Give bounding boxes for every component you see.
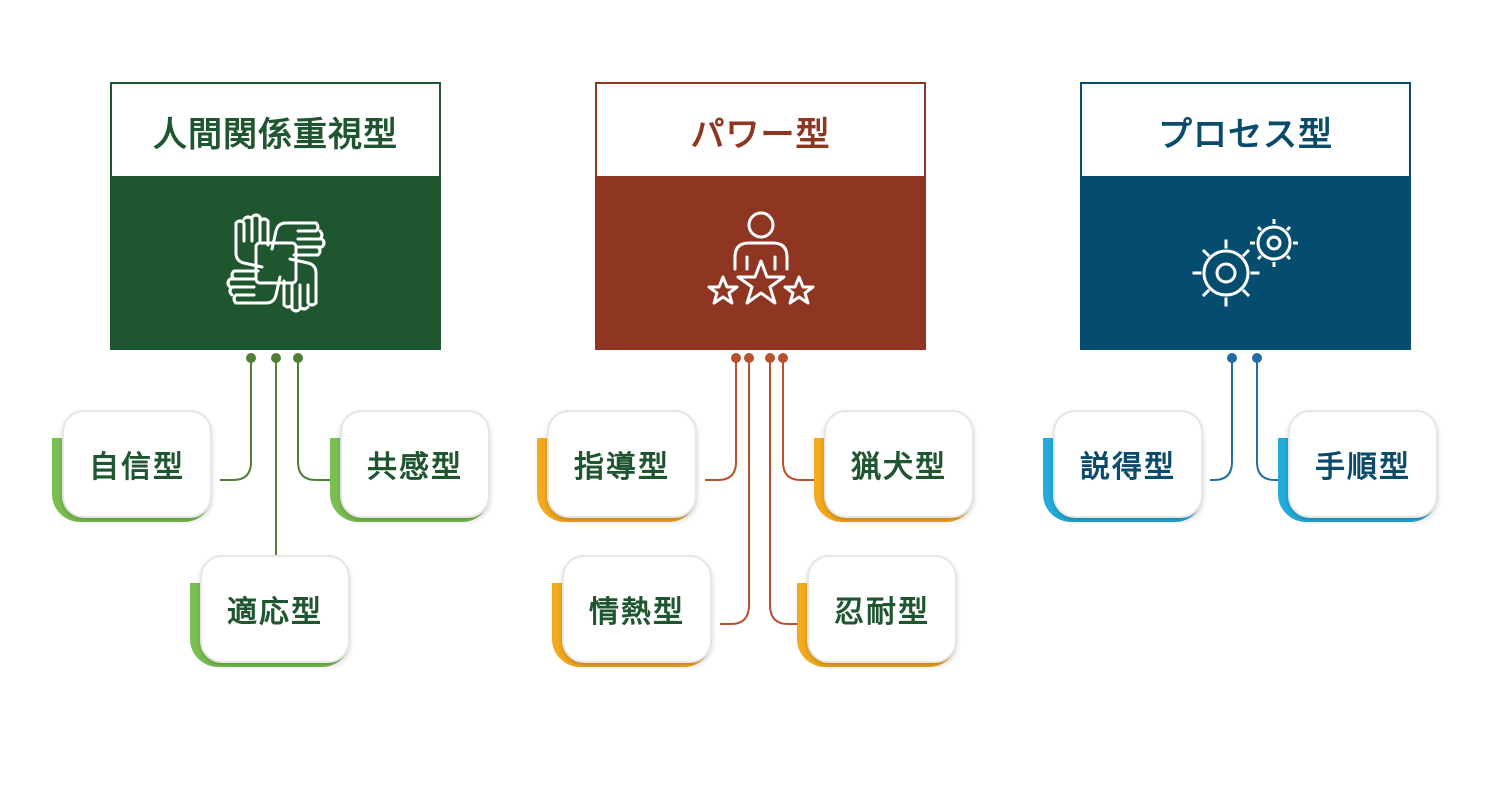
group-header-relationship: 人間関係重視型 — [110, 82, 441, 350]
type-label: 適応型 — [202, 557, 348, 661]
connector-dot — [1227, 353, 1237, 363]
type-node-persuasive: 説得型 — [1043, 412, 1203, 522]
connector-line — [1210, 358, 1233, 481]
gears-icon — [1192, 219, 1298, 307]
group-icon-band — [595, 176, 926, 350]
group-header-power: パワー型 — [595, 82, 926, 350]
group-icon-band — [1080, 176, 1411, 350]
type-node-passion: 情熱型 — [552, 557, 712, 667]
connector-line — [720, 358, 750, 625]
teamwork-hands-icon — [226, 213, 325, 313]
type-node-adaptive: 適応型 — [190, 557, 350, 667]
type-node-confident: 自信型 — [52, 412, 212, 522]
type-label: 猟犬型 — [826, 412, 972, 516]
connector-line — [220, 358, 252, 481]
connector-line — [769, 358, 800, 625]
connector-line — [705, 358, 737, 481]
connector-dot — [271, 353, 281, 363]
type-label: 自信型 — [64, 412, 210, 516]
leader-stars-icon — [707, 211, 814, 305]
type-node-patience: 忍耐型 — [797, 557, 957, 667]
type-node-empathy: 共感型 — [330, 412, 490, 522]
group-title: パワー型 — [690, 114, 831, 155]
connector-dot — [293, 353, 303, 363]
type-node-procedural: 手順型 — [1278, 412, 1438, 522]
connector-dot — [246, 353, 256, 363]
type-label: 指導型 — [549, 412, 695, 516]
connector-dot — [778, 353, 788, 363]
connector-line — [297, 358, 332, 481]
group-icon-band — [110, 176, 441, 350]
connector-dot — [765, 353, 775, 363]
connector-dot — [1252, 353, 1262, 363]
connector-line — [1256, 358, 1280, 481]
type-label: 説得型 — [1055, 412, 1201, 516]
group-title: 人間関係重視型 — [153, 114, 398, 155]
connector-dot — [744, 353, 754, 363]
type-node-hunter: 猟犬型 — [814, 412, 974, 522]
group-title: プロセス型 — [1158, 114, 1333, 155]
type-label: 手順型 — [1290, 412, 1436, 516]
connector-line — [782, 358, 815, 481]
type-label: 共感型 — [342, 412, 488, 516]
type-node-directive: 指導型 — [537, 412, 697, 522]
group-header-process: プロセス型 — [1080, 82, 1411, 350]
connector-dot — [731, 353, 741, 363]
type-label: 忍耐型 — [809, 557, 955, 661]
type-label: 情熱型 — [564, 557, 710, 661]
